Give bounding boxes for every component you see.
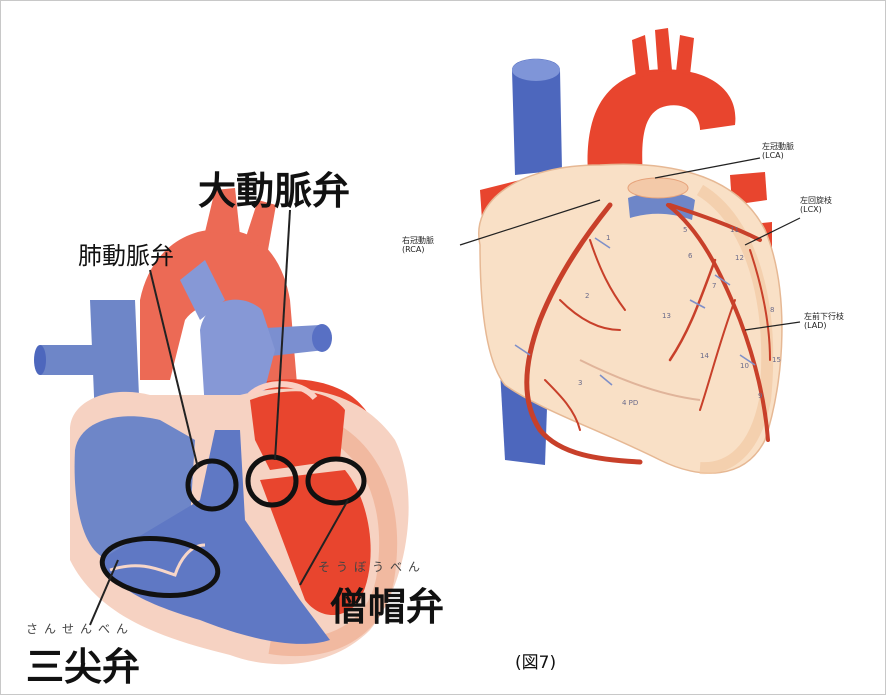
label-lad: 左前下行枝 (LAD)	[804, 312, 844, 330]
segment-number: 15	[772, 356, 781, 364]
label-rca: 右冠動脈 (RCA)	[402, 236, 434, 254]
label-aortic-valve: 大動脈弁	[198, 160, 350, 215]
aorta-branches	[632, 28, 694, 78]
segment-number: 5	[683, 226, 687, 234]
segment-number: 8	[770, 306, 774, 314]
segment-number: 11	[730, 226, 739, 234]
segment-number: 6	[688, 252, 693, 260]
label-tricuspid-ruby: さんせんべん	[26, 620, 134, 637]
label-lca: 左冠動脈 (LCA)	[762, 142, 794, 160]
label-mitral-ruby: そうぼうべん	[318, 558, 426, 575]
label-lad-name: 左前下行枝	[804, 312, 844, 321]
label-tricuspid-valve: 三尖弁	[26, 636, 140, 691]
label-lca-name: 左冠動脈	[762, 142, 794, 151]
figure-number: (図7)	[515, 648, 556, 673]
label-lcx: 左回旋枝 (LCX)	[800, 196, 832, 214]
segment-number: 9	[758, 392, 762, 400]
segment-number: 12	[735, 254, 744, 262]
label-lca-abbr: (LCA)	[762, 151, 794, 160]
segment-number: 7	[712, 282, 716, 290]
label-pulmonary-valve: 肺動脈弁	[78, 236, 174, 271]
label-lcx-name: 左回旋枝	[800, 196, 832, 205]
segment-number: 2	[585, 292, 589, 300]
segment-number: 14	[700, 352, 709, 360]
label-lad-abbr: (LAD)	[804, 321, 844, 330]
label-rca-name: 右冠動脈	[402, 236, 434, 245]
aorta-root	[628, 178, 688, 198]
segment-number: 4 PD	[622, 399, 638, 407]
vena-cava-top	[512, 59, 560, 81]
label-rca-abbr: (RCA)	[402, 245, 434, 254]
label-mitral-valve: 僧帽弁	[330, 576, 444, 631]
segment-number: 3	[578, 379, 582, 387]
segment-number: 13	[662, 312, 671, 320]
segment-number: 10	[740, 362, 749, 370]
label-lcx-abbr: (LCX)	[800, 205, 832, 214]
segment-number: 1	[606, 234, 610, 242]
